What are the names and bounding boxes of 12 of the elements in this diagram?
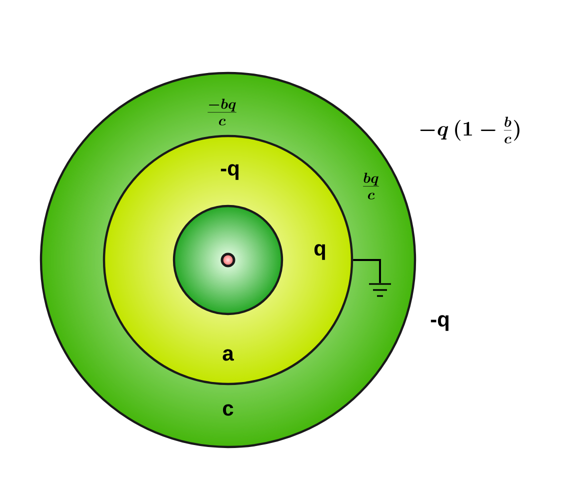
- charge-label: $\frac{-bq}{c}$: [208, 98, 236, 126]
- point-charge: [220, 252, 236, 268]
- radius-label: c: [222, 404, 234, 416]
- charge-label: -q: [220, 164, 238, 180]
- ground-symbol: [369, 283, 391, 297]
- radius-label: a: [222, 349, 234, 361]
- charge-label: $\frac{bq}{c}$: [363, 172, 379, 200]
- ground-wire: [353, 259, 381, 283]
- charge-label: q: [314, 244, 325, 260]
- inner-sphere: [172, 204, 284, 316]
- charge-label: -q: [430, 315, 448, 331]
- charge-label: $-q\,(1-\frac{b}{c})$: [420, 116, 520, 144]
